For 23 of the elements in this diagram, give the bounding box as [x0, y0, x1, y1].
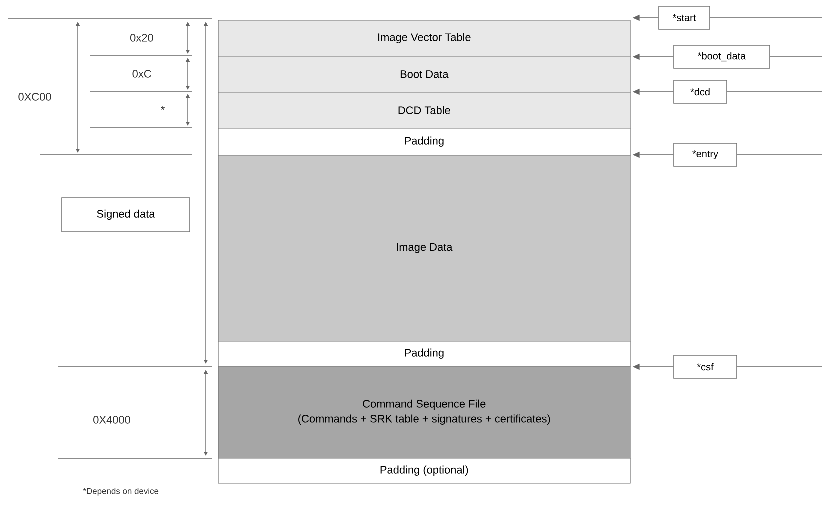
memory-block: Command Sequence File (Commands + SRK table + signatures + certificates) [218, 366, 631, 459]
memory-block: Padding [218, 128, 631, 156]
pointer-box: *csf [674, 355, 738, 379]
pointer-box: *boot_data [674, 45, 770, 69]
signed-data-box: Signed data [62, 198, 190, 232]
memory-block: Image Data [218, 155, 631, 342]
dimension-label: 0XC00 [18, 93, 52, 101]
memory-block: Image Vector Table [218, 20, 631, 57]
pointer-box: *entry [674, 143, 738, 167]
dimension-label: 0X4000 [94, 416, 130, 424]
pointer-box: *start [658, 6, 710, 30]
pointer-box: *dcd [674, 80, 728, 104]
memory-block: DCD Table [218, 92, 631, 129]
memory-block: Padding (optional) [218, 458, 631, 484]
leader-line [737, 366, 822, 368]
leader-line [770, 56, 822, 58]
dimension-label: * [161, 106, 165, 110]
dimension-label: 0xC [132, 70, 152, 78]
memory-block: Padding [218, 341, 631, 367]
footnote: *Depends on device [83, 488, 159, 496]
memory-block: Boot Data [218, 56, 631, 93]
leader-line [737, 154, 822, 156]
dimension-label: 0x20 [130, 34, 154, 42]
